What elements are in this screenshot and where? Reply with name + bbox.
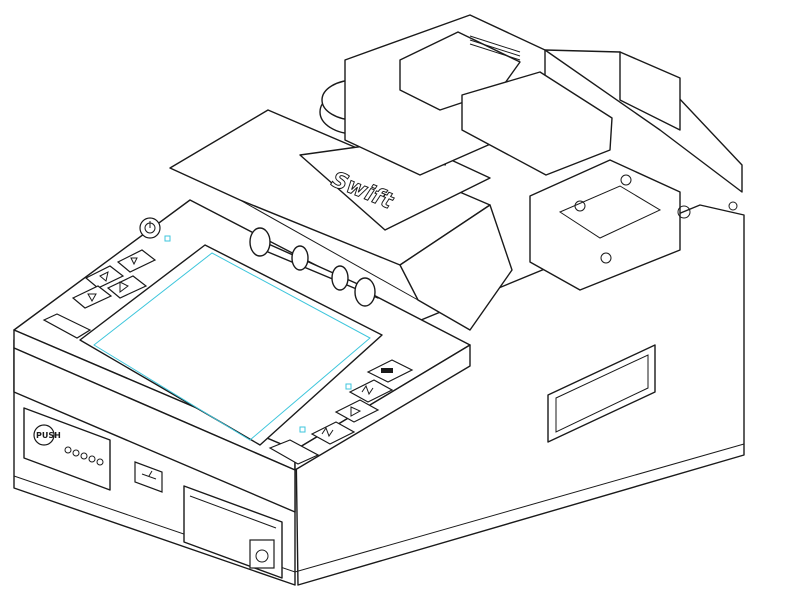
fiber-holder[interactable] (529, 159, 691, 291)
right-menu-key[interactable] (268, 439, 320, 465)
arrow-left-button[interactable] (84, 265, 125, 289)
dc-power-jack[interactable] (249, 539, 275, 569)
fuse-icon (321, 426, 334, 438)
left-menu-key[interactable] (42, 313, 92, 339)
arrow-right-icon (119, 281, 129, 293)
svg-text:PUSH: PUSH (36, 431, 61, 440)
arrow-down-icon (87, 293, 97, 303)
power-button[interactable] (139, 217, 161, 239)
fuse-icon (361, 384, 374, 396)
fiber-clamp (249, 227, 379, 307)
front-panel: PUSH (23, 407, 283, 579)
right-keys (268, 359, 414, 465)
arrow-down-button[interactable] (71, 285, 113, 309)
arc-button-1[interactable] (348, 379, 394, 403)
grip-lines-top (469, 35, 521, 61)
menu-button[interactable] (366, 359, 414, 383)
push-button[interactable]: PUSH (33, 424, 61, 446)
usb-port[interactable] (134, 461, 163, 493)
arrow-left-icon (99, 271, 109, 282)
side-screw (728, 201, 738, 211)
led-indicator-2 (299, 426, 306, 433)
play-icon (350, 406, 362, 417)
led-indicator-1 (345, 383, 352, 390)
power-indicator (164, 235, 171, 242)
play-button[interactable] (334, 399, 380, 423)
display-screen (79, 244, 383, 446)
splicing-module (344, 14, 743, 291)
arrow-up-button[interactable] (116, 249, 157, 273)
arrow-up-icon (130, 257, 138, 266)
status-leds (64, 446, 104, 466)
usb-icon (141, 470, 157, 480)
arc-button-2[interactable] (310, 421, 356, 445)
arrow-right-button[interactable] (106, 275, 148, 299)
menu-icon (381, 368, 393, 373)
